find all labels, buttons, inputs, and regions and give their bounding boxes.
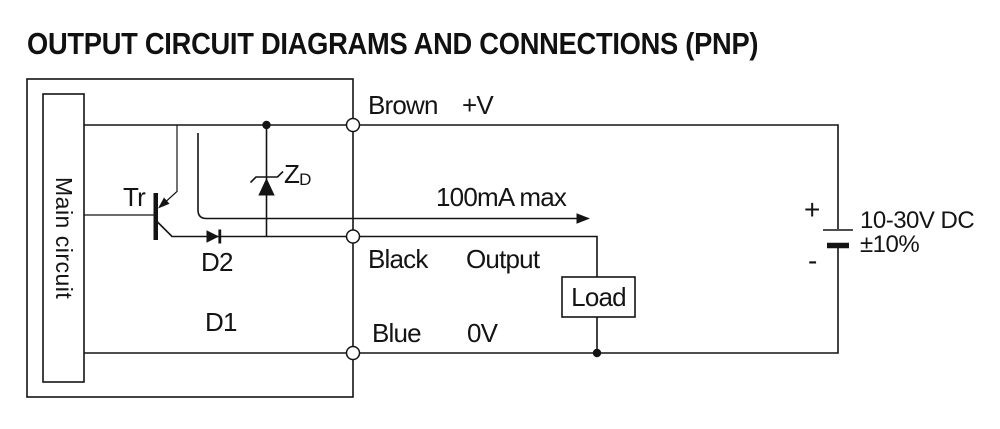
current-flow-arrowhead xyxy=(576,213,590,224)
main-circuit-label-wrap: Main circuit xyxy=(43,94,84,382)
zener-label: ZD xyxy=(284,159,312,189)
diode-d2-label: D2 xyxy=(201,247,233,277)
diode-d1-label: D1 xyxy=(205,307,237,337)
wire-brown-plus-v xyxy=(84,124,839,229)
wire-signal-0v: 0V xyxy=(467,318,498,348)
wire-transistor-collector xyxy=(155,219,353,238)
supply-tolerance-label: ±10% xyxy=(860,231,920,258)
wire-label-blue: Blue xyxy=(372,318,422,348)
transistor-emitter-arrowhead xyxy=(158,197,170,209)
wire-blue-0v xyxy=(84,248,839,354)
terminal-circle-plus-v xyxy=(345,117,361,133)
zener-diode-bar xyxy=(249,170,284,184)
main-circuit-label: Main circuit xyxy=(51,176,77,300)
terminal-circle-output xyxy=(345,229,361,244)
transistor-label: Tr xyxy=(123,182,146,212)
load-box xyxy=(561,276,636,318)
zener-label-main: Z xyxy=(284,159,300,189)
battery-minus-sign: - xyxy=(808,245,817,276)
battery-plus-sign: + xyxy=(804,194,820,225)
load-label-wrap: Load xyxy=(562,277,635,317)
wire-label-brown: Brown xyxy=(368,90,438,120)
supply-voltage-label: 10-30V DC xyxy=(860,207,975,234)
junction-dot-0v xyxy=(592,348,602,358)
main-circuit-box xyxy=(42,93,85,383)
zener-diode-triangle xyxy=(258,178,275,196)
current-limit-label: 100mA max xyxy=(436,182,567,212)
wire-signal-plus-v: +V xyxy=(462,90,494,120)
diode-d2-triangle xyxy=(206,230,219,243)
terminal-circle-0v xyxy=(345,345,361,361)
wire-black-output xyxy=(353,235,598,277)
zener-label-subscript: D xyxy=(299,170,312,189)
load-label: Load xyxy=(571,281,626,312)
wire-label-black: Black xyxy=(368,244,428,274)
transistor-bar xyxy=(153,193,158,240)
page-title: OUTPUT CIRCUIT DIAGRAMS AND CONNECTIONS … xyxy=(27,26,759,61)
wire-signal-output: Output xyxy=(466,244,540,274)
wire-transistor-emitter xyxy=(160,125,178,207)
junction-dot-plus-v xyxy=(262,120,271,130)
current-flow-line xyxy=(197,133,577,220)
